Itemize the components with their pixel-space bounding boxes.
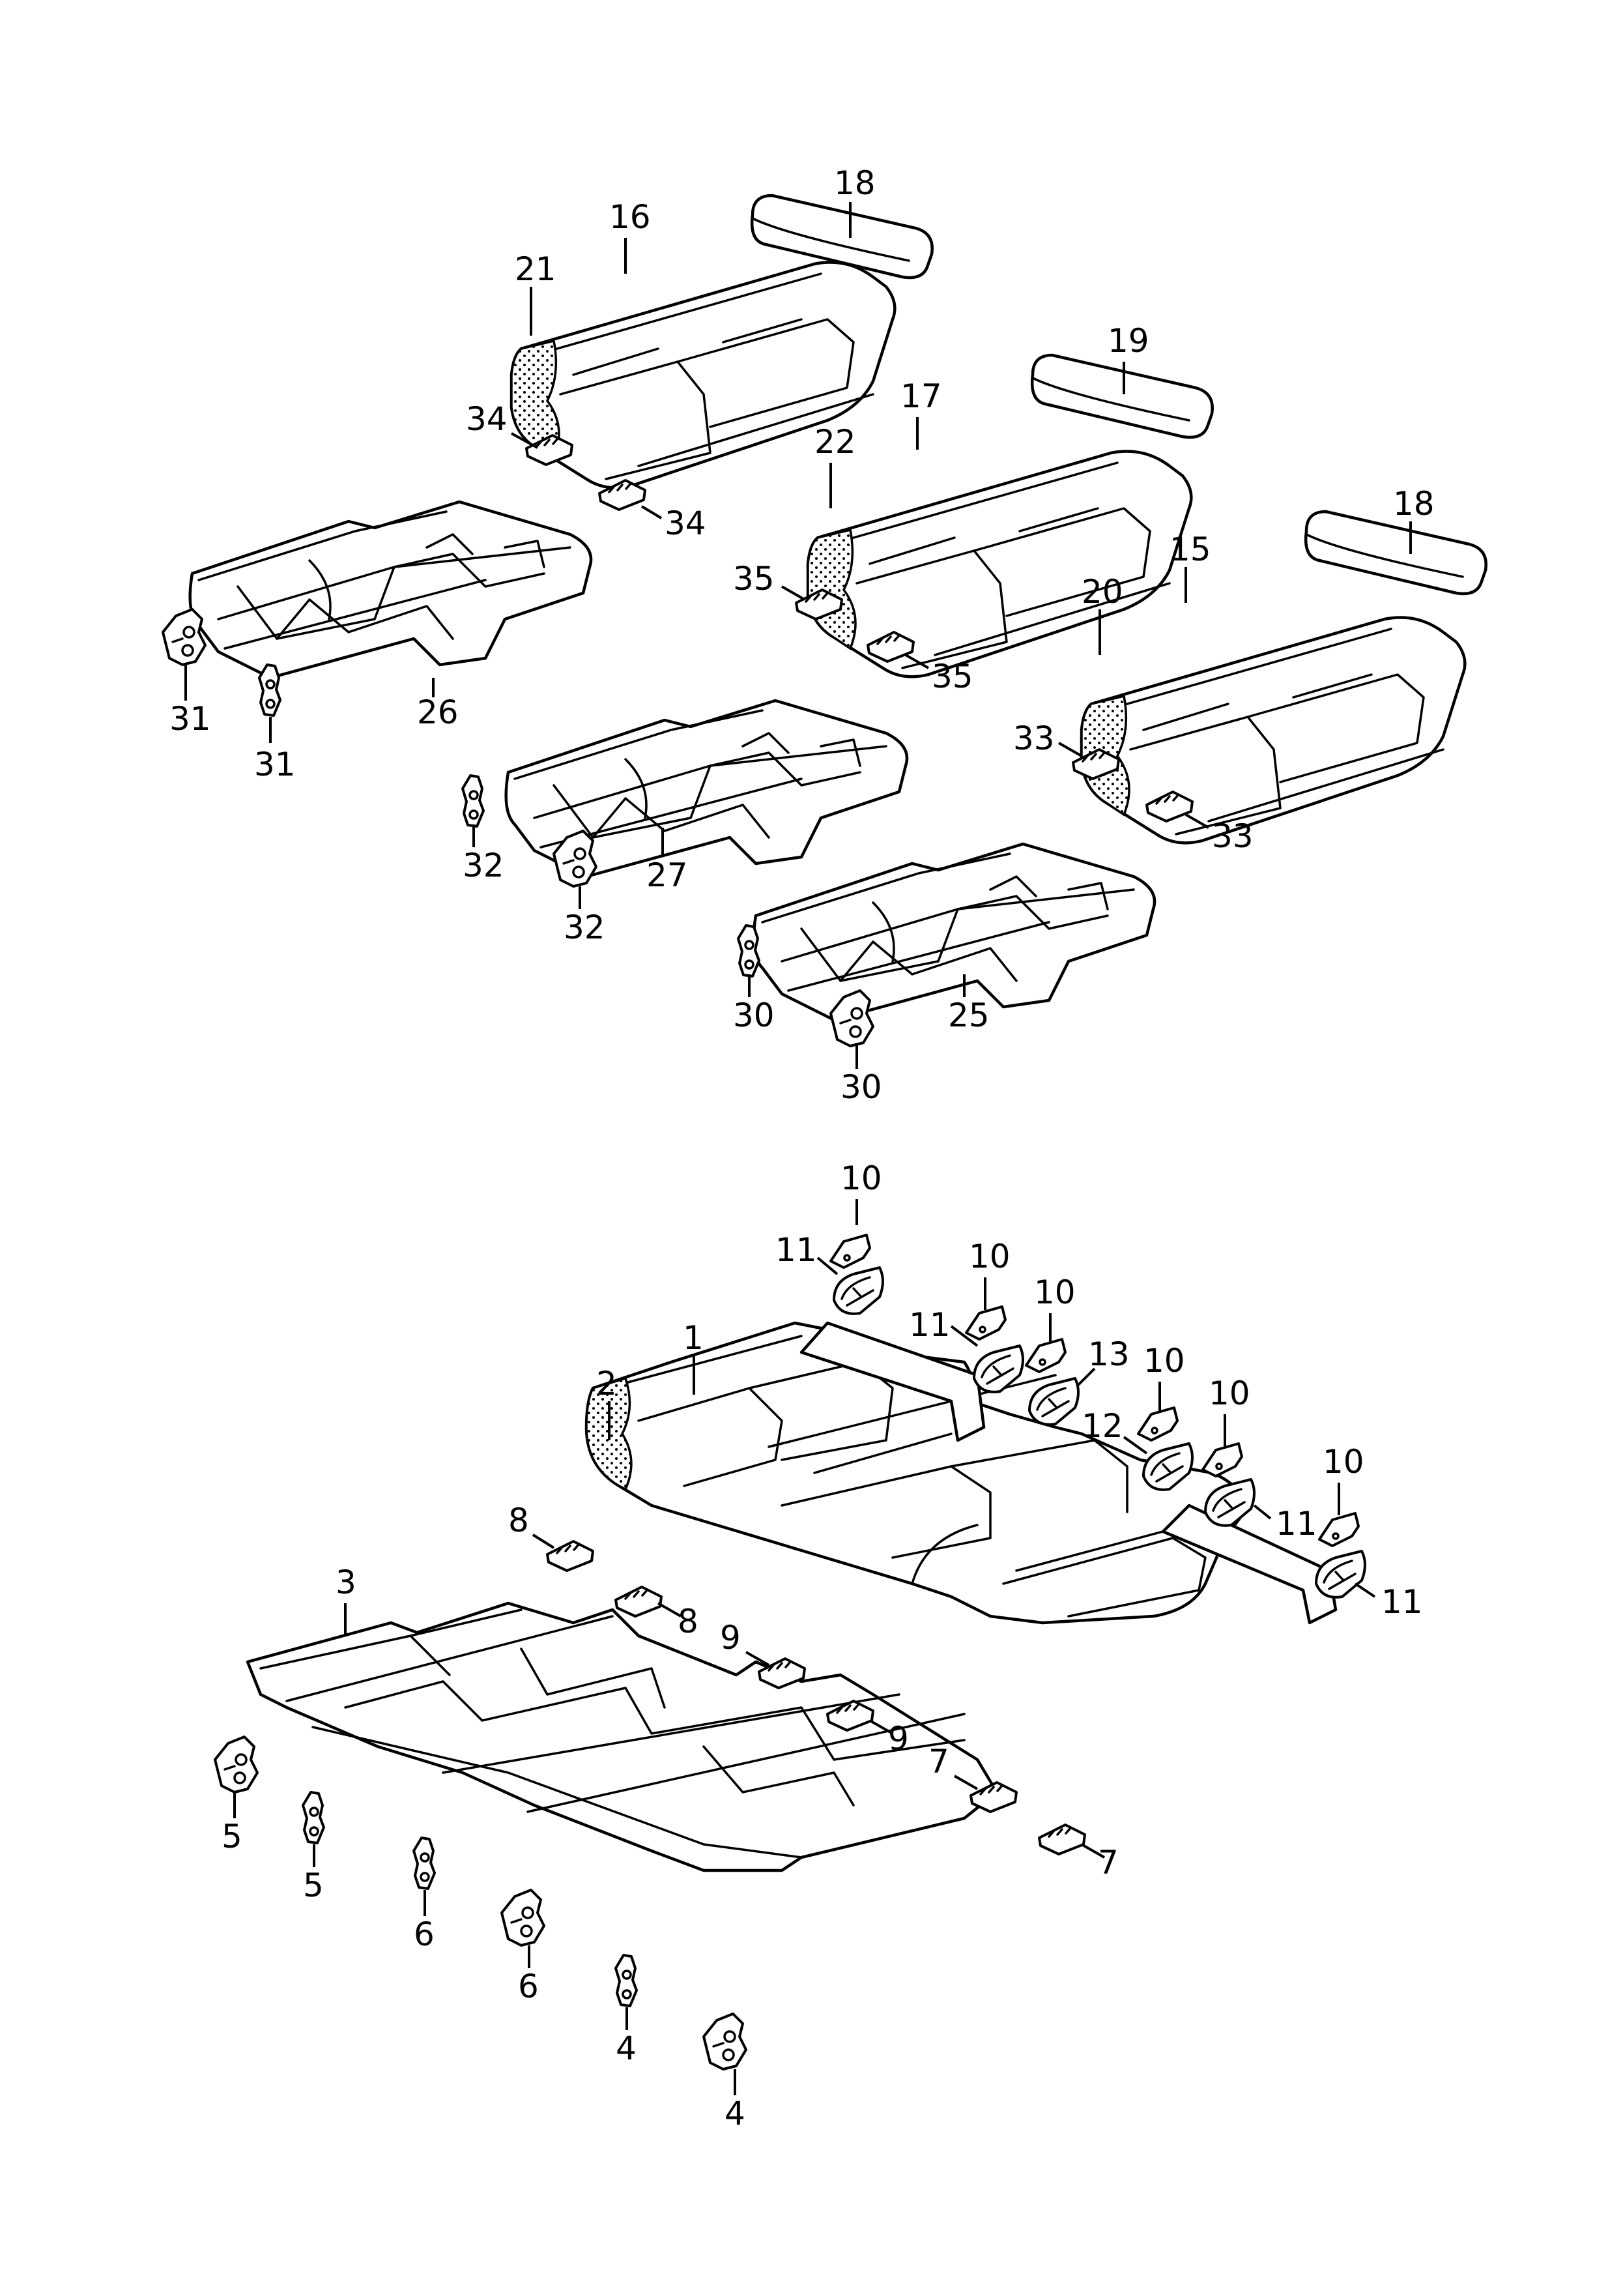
cover-cap-10a [829,1234,871,1269]
large-clip-4 [702,2013,747,2071]
cover-cap-10b [965,1305,1007,1341]
callout-10-e: 10 [1209,1374,1250,1412]
callout-30-left: 30 [733,996,775,1034]
callout-35-right: 35 [932,658,973,695]
callout-32-right: 32 [564,908,605,946]
bracket-8a [546,1540,594,1572]
cushion-frame-26 [190,502,591,678]
callout-8-left: 8 [508,1502,529,1539]
callout-20: 20 [1082,573,1123,611]
callout-10-d: 10 [1143,1342,1185,1380]
callout-6-left: 6 [414,1915,435,1953]
callout-11-c: 11 [1276,1505,1317,1543]
callout-35-left: 35 [733,560,775,598]
callout-25: 25 [948,996,990,1034]
callout-4-left: 4 [616,2029,637,2067]
large-clip-5 [214,1736,259,1794]
callout-33-right: 33 [1212,817,1254,855]
hinge-cover-11a [833,1266,884,1315]
cushion-frame-25 [754,844,1155,1020]
armrest-bolster-18b [1306,512,1486,594]
callout-7-left: 7 [928,1743,949,1780]
callout-5-right: 5 [303,1867,324,1904]
large-clip-31 [162,608,207,666]
cover-cap-10d [1137,1406,1179,1442]
callout-31-right: 31 [254,746,296,783]
callout-34-left: 34 [466,400,508,438]
callout-10-f: 10 [1323,1443,1364,1481]
callout-4-right: 4 [725,2095,745,2132]
small-clip-5 [302,1791,325,1844]
leader-lines [184,202,1412,2095]
callout-16: 16 [609,198,651,236]
small-clip-30 [737,924,760,978]
callout-17: 17 [900,377,942,415]
callout-5-left: 5 [222,1818,242,1855]
small-clip-6 [412,1837,436,1890]
callout-11-b: 11 [909,1306,951,1344]
callout-33-left: 33 [1013,719,1055,757]
callout-10-b: 10 [969,1238,1011,1275]
cover-cap-10e [1201,1442,1243,1477]
callout-10-a: 10 [840,1159,882,1197]
callout-12: 12 [1082,1407,1123,1445]
callout-34-right: 34 [665,504,706,542]
callout-26: 26 [417,693,459,731]
callout-8-right: 8 [678,1603,698,1640]
small-clip-32 [461,774,485,828]
small-clip-4 [614,1954,638,2007]
callout-1: 1 [683,1319,704,1357]
cover-cap-10c [1025,1338,1067,1373]
callout-9-left: 9 [720,1619,741,1657]
small-clip-31 [258,663,281,717]
callout-10-c: 10 [1034,1273,1076,1311]
cushion-frame-3 [248,1603,997,1870]
bracket-7b [1038,1824,1086,1855]
hinge-cover-13 [1028,1377,1080,1426]
cover-cap-10f [1318,1512,1360,1547]
callout-32-left: 32 [463,847,504,884]
callout-7-right: 7 [1098,1844,1119,1882]
armrest-housing-left [799,1321,986,1442]
bracket-8b [614,1586,663,1618]
callout-11-d: 11 [1381,1583,1423,1621]
armrest-bolster-19 [1032,355,1213,437]
callout-2: 2 [596,1365,617,1402]
callout-6-right: 6 [518,1968,539,2005]
callout-11-a: 11 [775,1231,817,1269]
callout-30-right: 30 [840,1068,882,1106]
callout-27: 27 [646,856,688,894]
callout-labels: 18 16 21 19 17 22 34 34 18 15 20 35 35 3… [169,164,1435,2132]
hinge-cover-11d [1315,1550,1366,1599]
callout-19: 19 [1108,322,1149,360]
callout-15: 15 [1170,530,1211,568]
callout-22: 22 [814,423,856,461]
callout-21: 21 [515,250,556,288]
large-clip-6 [500,1889,545,1947]
callout-18-right: 18 [1393,485,1435,523]
seat-cushion-15 [1082,618,1465,843]
callout-13: 13 [1088,1335,1130,1373]
armrest-housing-right [1161,1504,1338,1625]
seat-cushion-17 [808,452,1191,677]
callout-9-right: 9 [888,1720,909,1758]
callout-3: 3 [336,1563,356,1601]
callout-18-top: 18 [834,164,876,202]
callout-31-left: 31 [169,700,211,738]
